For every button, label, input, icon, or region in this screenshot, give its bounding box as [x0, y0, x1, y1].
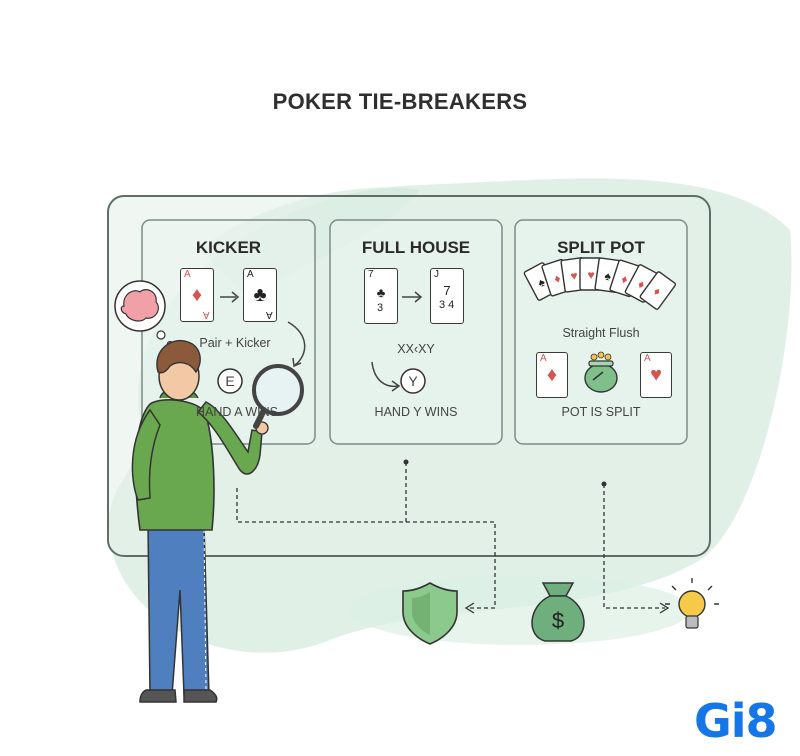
card-rank: A [203, 309, 210, 320]
svg-text:♦: ♦ [635, 277, 647, 292]
card-rank: A [540, 353, 547, 364]
fullhouse-label: XX‹XY [397, 342, 435, 356]
svg-text:$: $ [552, 608, 564, 633]
brain-icon [114, 280, 174, 348]
card-rank: A [644, 353, 651, 364]
playing-card: A ♥ [640, 352, 672, 398]
arrowhead [659, 602, 670, 614]
fullhouse-result: HAND Y WINS [374, 405, 458, 419]
card-rank: 7 [368, 269, 374, 280]
magnifier-icon [252, 364, 304, 429]
pot-icon [584, 351, 618, 393]
curved-arrow-icon [287, 321, 306, 366]
lightbulb-icon [665, 578, 719, 629]
splitpot-result: POT IS SPLIT [561, 405, 641, 419]
card-suit: ♣ [253, 284, 267, 306]
card-suit: ♦ [546, 364, 558, 386]
card-rank: J [434, 269, 439, 280]
card-rank: A [247, 269, 254, 280]
card-rank: A [266, 309, 273, 320]
kicker-result: HAND A WINS [196, 405, 278, 419]
badge-e-icon [217, 368, 243, 394]
svg-text:♦: ♦ [620, 272, 630, 287]
svg-text:♠: ♠ [604, 269, 613, 284]
panel-kicker-heading: KICKER [195, 238, 262, 257]
svg-text:♦: ♦ [552, 271, 562, 286]
badge-y-icon [400, 368, 426, 394]
card-rank: A [184, 269, 191, 280]
arrowhead [464, 602, 475, 614]
playing-card: A ♣ A [243, 268, 277, 322]
card-fan-icon: ♠ ♦ ♥ ♥ ♠ ♦ ♦ ♦ [523, 257, 677, 310]
arrow-right-icon [220, 291, 240, 303]
playing-card: A ♦ [536, 352, 568, 398]
person-illustration [131, 340, 269, 703]
splitpot-label: Straight Flush [562, 326, 640, 340]
svg-text:♥: ♥ [587, 268, 594, 282]
svg-text:♥: ♥ [570, 268, 579, 283]
fullhouse-badge-text: Y [408, 373, 418, 389]
money-bag-icon: $ [531, 582, 585, 642]
panel-splitpot-heading: SPLIT POT [557, 238, 645, 257]
card-suit: ♥ [650, 364, 662, 386]
card-suit: ♣ [376, 285, 386, 301]
kicker-badge-text: E [225, 373, 235, 389]
card-suit: 7 [443, 282, 451, 298]
playing-card: J 7 3 4 [430, 268, 464, 324]
playing-card: A ♦ A [180, 268, 214, 322]
card-rank: 3 4 [439, 299, 455, 311]
card-rank: 3 [377, 302, 384, 314]
connector-lines [236, 462, 665, 609]
card-suit: ♦ [191, 284, 203, 306]
arrow-right-icon [402, 291, 423, 303]
background-blob-bottom [350, 575, 690, 645]
curved-arrow-icon [371, 361, 399, 388]
panel-fullhouse-heading: FULL HOUSE [361, 238, 471, 257]
playing-card: 7 ♣ 3 [364, 268, 398, 324]
kicker-label: Pair + Kicker [199, 336, 271, 350]
page-title: POKER TIE-BREAKERS [272, 89, 528, 114]
brand-logo: Gi8 [694, 694, 778, 748]
